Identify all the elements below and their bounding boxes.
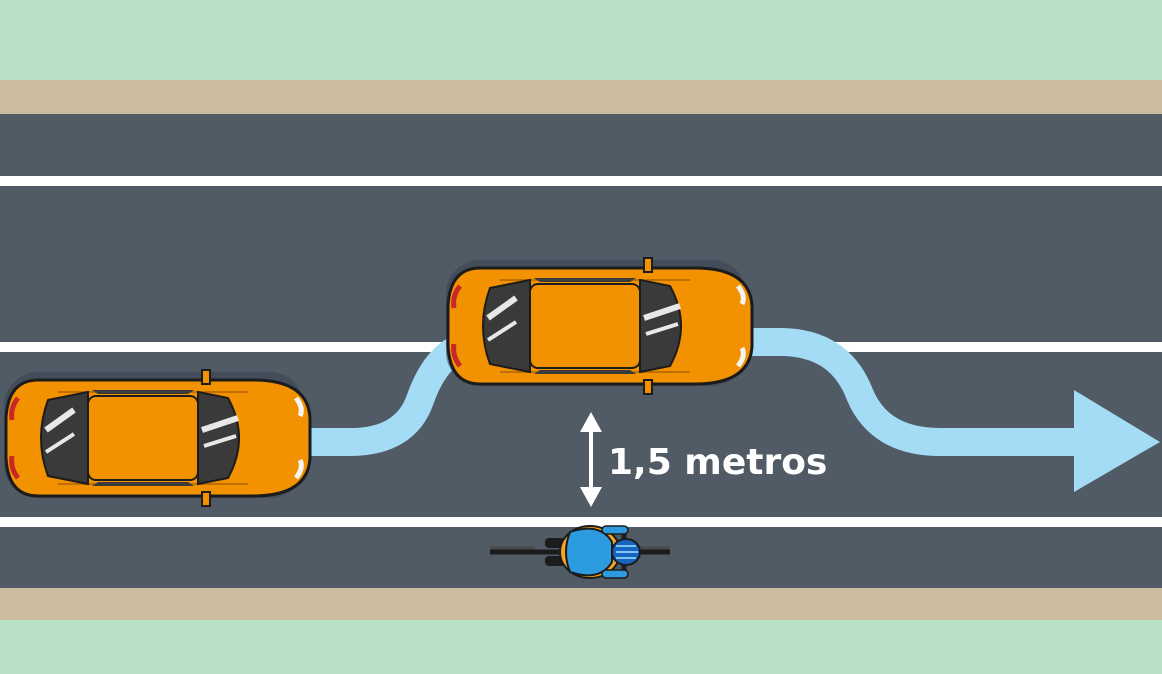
car-top-view-icon (446, 258, 752, 394)
lane-line-1 (0, 176, 1162, 186)
cyclist-top-view-icon (490, 525, 670, 579)
path-arrowhead (1074, 390, 1160, 492)
grass-bottom (0, 620, 1162, 674)
sidewalk-bottom (0, 588, 1162, 620)
sidewalk-top (0, 80, 1162, 114)
distance-label: 1,5 metros (608, 442, 827, 483)
lane-line-3 (0, 517, 1162, 527)
arrow-right-icon (305, 328, 1160, 492)
overtaking-path (305, 328, 1080, 456)
grass-top (0, 0, 1162, 80)
car-top-view-icon (4, 370, 310, 506)
double-arrow-vertical-icon (580, 412, 602, 507)
